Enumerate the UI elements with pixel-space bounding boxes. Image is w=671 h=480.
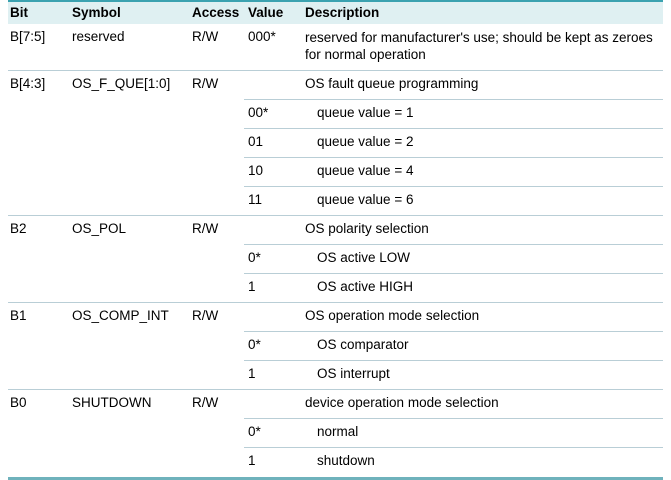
subrow-separator (244, 418, 663, 419)
column-header-symbol: Symbol (72, 5, 121, 20)
cell-value: 000* (248, 29, 276, 44)
table-subrow: 0* normal (8, 419, 663, 447)
cell-symbol: SHUTDOWN (72, 395, 152, 410)
cell-value: 00* (248, 105, 269, 120)
cell-symbol: OS_COMP_INT (72, 308, 169, 323)
table-row: B2 OS_POL R/W OS polarity selection (8, 216, 663, 244)
cell-value: 1 (248, 279, 256, 294)
cell-bit: B2 (10, 221, 27, 236)
cell-symbol: reserved (72, 29, 125, 44)
row-separator (8, 70, 663, 71)
subrow-separator (244, 128, 663, 129)
register-bit-description-table: Bit Symbol Access Value Description B[7:… (8, 0, 663, 480)
cell-value: 01 (248, 134, 264, 149)
table-subrow: 01 queue value = 2 (8, 129, 663, 157)
cell-description: queue value = 2 (317, 134, 414, 149)
subrow-separator (244, 331, 663, 332)
row-separator (8, 302, 663, 303)
cell-value: 1 (248, 453, 256, 468)
cell-description: normal (317, 424, 359, 439)
cell-description: OS comparator (317, 337, 409, 352)
cell-description: OS operation mode selection (305, 308, 480, 323)
cell-access: R/W (192, 29, 219, 44)
table-top-rule (8, 0, 663, 2)
cell-access: R/W (192, 395, 219, 410)
cell-bit: B1 (10, 308, 27, 323)
cell-symbol: OS_POL (72, 221, 127, 236)
cell-description: shutdown (317, 453, 375, 468)
subrow-separator (244, 186, 663, 187)
subrow-separator (244, 360, 663, 361)
table-subrow: 0* OS active LOW (8, 245, 663, 273)
cell-access: R/W (192, 308, 219, 323)
table-header-row: Bit Symbol Access Value Description (8, 2, 663, 24)
table-subrow: 1 OS active HIGH (8, 274, 663, 302)
cell-description: OS active HIGH (317, 279, 414, 294)
cell-access: R/W (192, 221, 219, 236)
table-subrow: 10 queue value = 4 (8, 158, 663, 186)
table-row: B[4:3] OS_F_QUE[1:0] R/W OS fault queue … (8, 71, 663, 99)
table-row: B0 SHUTDOWN R/W device operation mode se… (8, 390, 663, 418)
cell-bit: B[4:3] (10, 76, 46, 91)
cell-value: 0* (248, 424, 261, 439)
row-separator (8, 215, 663, 216)
cell-description: device operation mode selection (305, 395, 499, 410)
cell-value: 11 (248, 192, 263, 207)
subrow-separator (244, 157, 663, 158)
cell-description: queue value = 1 (317, 105, 414, 120)
cell-description: reserved for manufacturer's use; should … (305, 30, 653, 62)
cell-value: 1 (248, 366, 256, 381)
cell-description: OS polarity selection (305, 221, 429, 236)
table-subrow: 00* queue value = 1 (8, 100, 663, 128)
subrow-separator (244, 99, 663, 100)
column-header-bit: Bit (10, 5, 28, 20)
cell-value: 10 (248, 163, 264, 178)
cell-description: queue value = 4 (317, 163, 414, 178)
table-subrow: 1 OS interrupt (8, 361, 663, 389)
cell-bit: B0 (10, 395, 27, 410)
cell-value: 0* (248, 337, 261, 352)
cell-description: OS active LOW (317, 250, 411, 265)
table-subrow: 11 queue value = 6 (8, 187, 663, 215)
column-header-value: Value (248, 5, 284, 20)
cell-symbol: OS_F_QUE[1:0] (72, 76, 171, 91)
table-row: B[7:5] reserved R/W 000* reserved for ma… (8, 24, 663, 70)
table-row: B1 OS_COMP_INT R/W OS operation mode sel… (8, 303, 663, 331)
cell-value: 0* (248, 250, 261, 265)
column-header-description: Description (305, 5, 380, 20)
subrow-separator (244, 244, 663, 245)
table-subrow: 1 shutdown (8, 448, 663, 476)
column-header-access: Access (192, 5, 240, 20)
cell-description: OS interrupt (317, 366, 390, 381)
row-separator (8, 389, 663, 390)
cell-bit: B[7:5] (10, 29, 46, 44)
cell-description: OS fault queue programming (305, 76, 479, 91)
subrow-separator (244, 273, 663, 274)
table-subrow: 0* OS comparator (8, 332, 663, 360)
cell-access: R/W (192, 76, 219, 91)
cell-description: queue value = 6 (317, 192, 414, 207)
